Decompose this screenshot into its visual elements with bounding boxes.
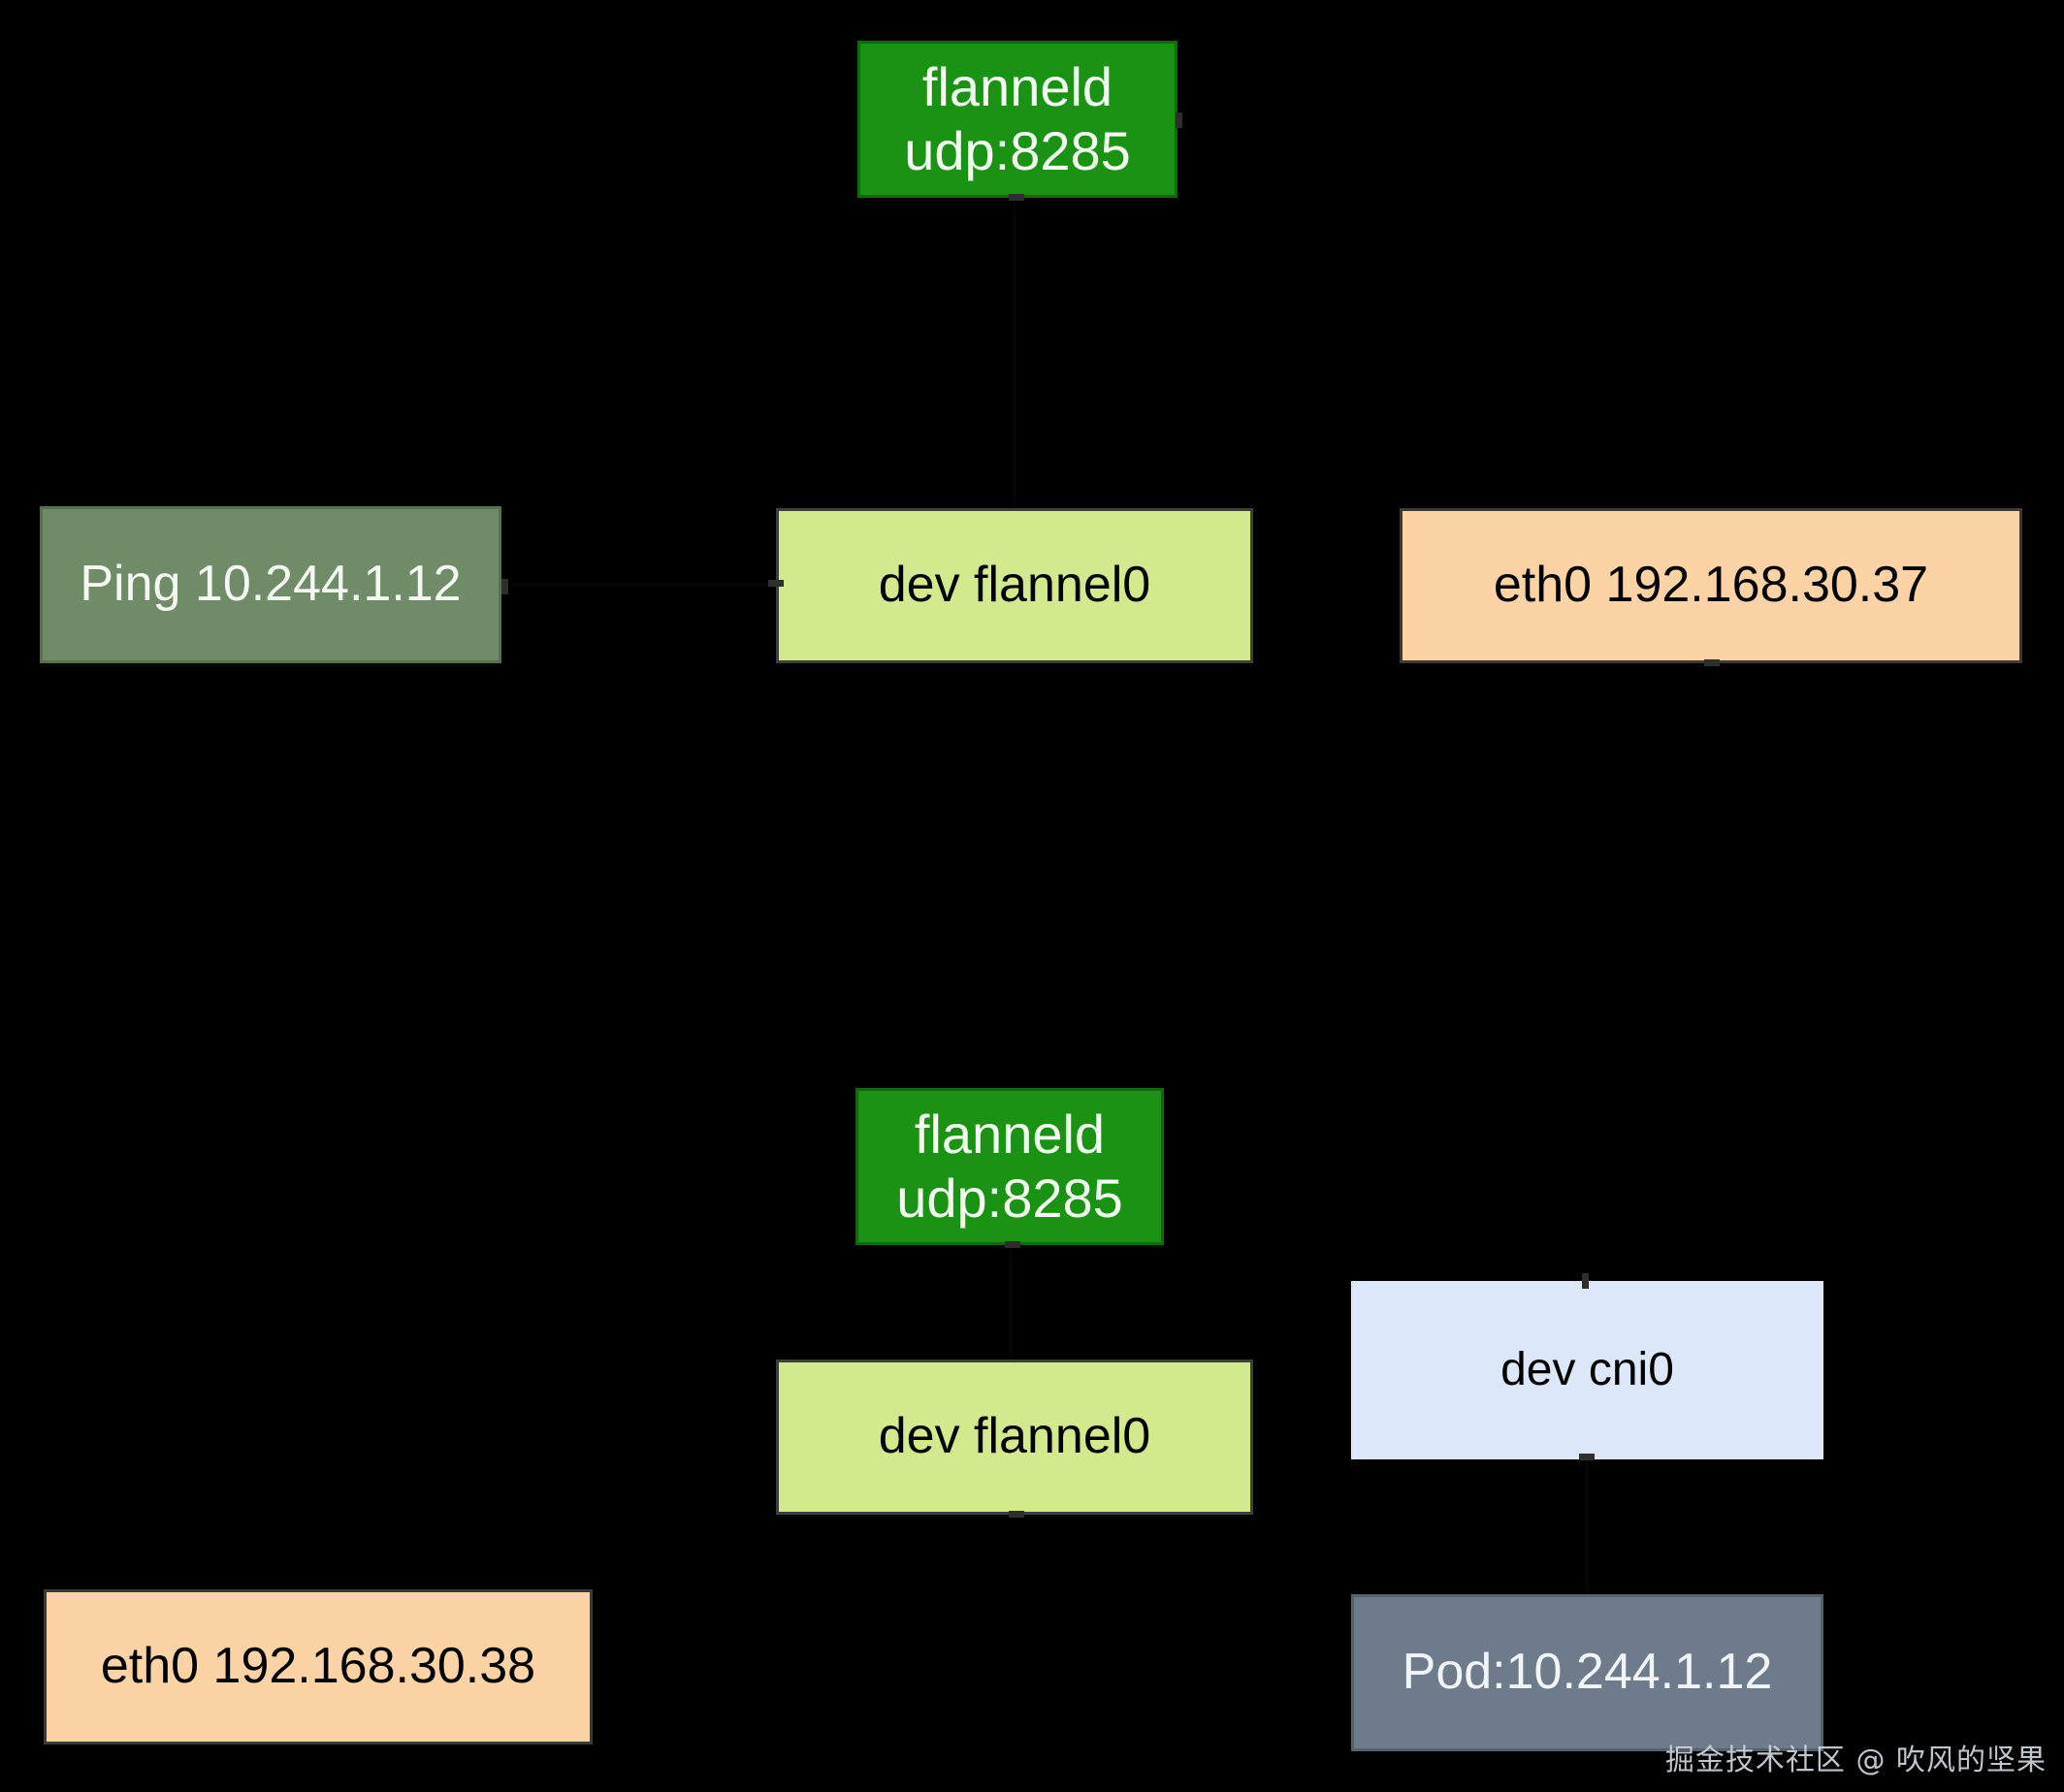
node-eth0-192-168-30-38[interactable]: eth0 192.168.30.38 <box>44 1589 593 1744</box>
node-flannel0-bottom[interactable]: dev flannel0 <box>776 1360 1253 1515</box>
node-flannel0-top[interactable]: dev flannel0 <box>776 508 1253 663</box>
connector-nub-cni0-top <box>1582 1273 1589 1289</box>
connector-nub-flannel0-top-left <box>768 580 784 587</box>
connector-nub-flanneld-bottom-bot <box>1005 1241 1020 1248</box>
node-eth0-192-168-30-37[interactable]: eth0 192.168.30.37 <box>1400 508 2022 663</box>
connector-nub-cni0-bottom <box>1579 1454 1595 1460</box>
node-flanneld-bottom[interactable]: flanneld udp:8285 <box>855 1088 1164 1245</box>
edge-flannel0-to-flanneld-top <box>1013 198 1016 508</box>
node-ping-source[interactable]: Ping 10.244.1.12 <box>40 506 501 663</box>
edge-cni0-to-pod <box>1585 1459 1589 1594</box>
connector-nub-eth0-37-bottom <box>1704 659 1720 666</box>
edge-eth0-38-to-flanneld-bottom <box>1009 1245 1013 1360</box>
edge-ping-to-flannel0 <box>501 583 776 587</box>
watermark-text: 掘金技术社区 @ 吹风的坚果 <box>1664 1744 2047 1777</box>
node-cni0[interactable]: dev cni0 <box>1351 1281 1823 1459</box>
connector-nub-flanneld-top-right <box>1176 112 1182 128</box>
connector-nub-flanneld-top-bottom <box>1009 194 1024 201</box>
node-pod[interactable]: Pod:10.244.1.12 <box>1351 1594 1823 1751</box>
node-flanneld-top[interactable]: flanneld udp:8285 <box>857 41 1177 198</box>
connector-nub-flannel0-bottom-bot <box>1009 1511 1024 1518</box>
connector-nub-ping-right <box>501 579 508 594</box>
